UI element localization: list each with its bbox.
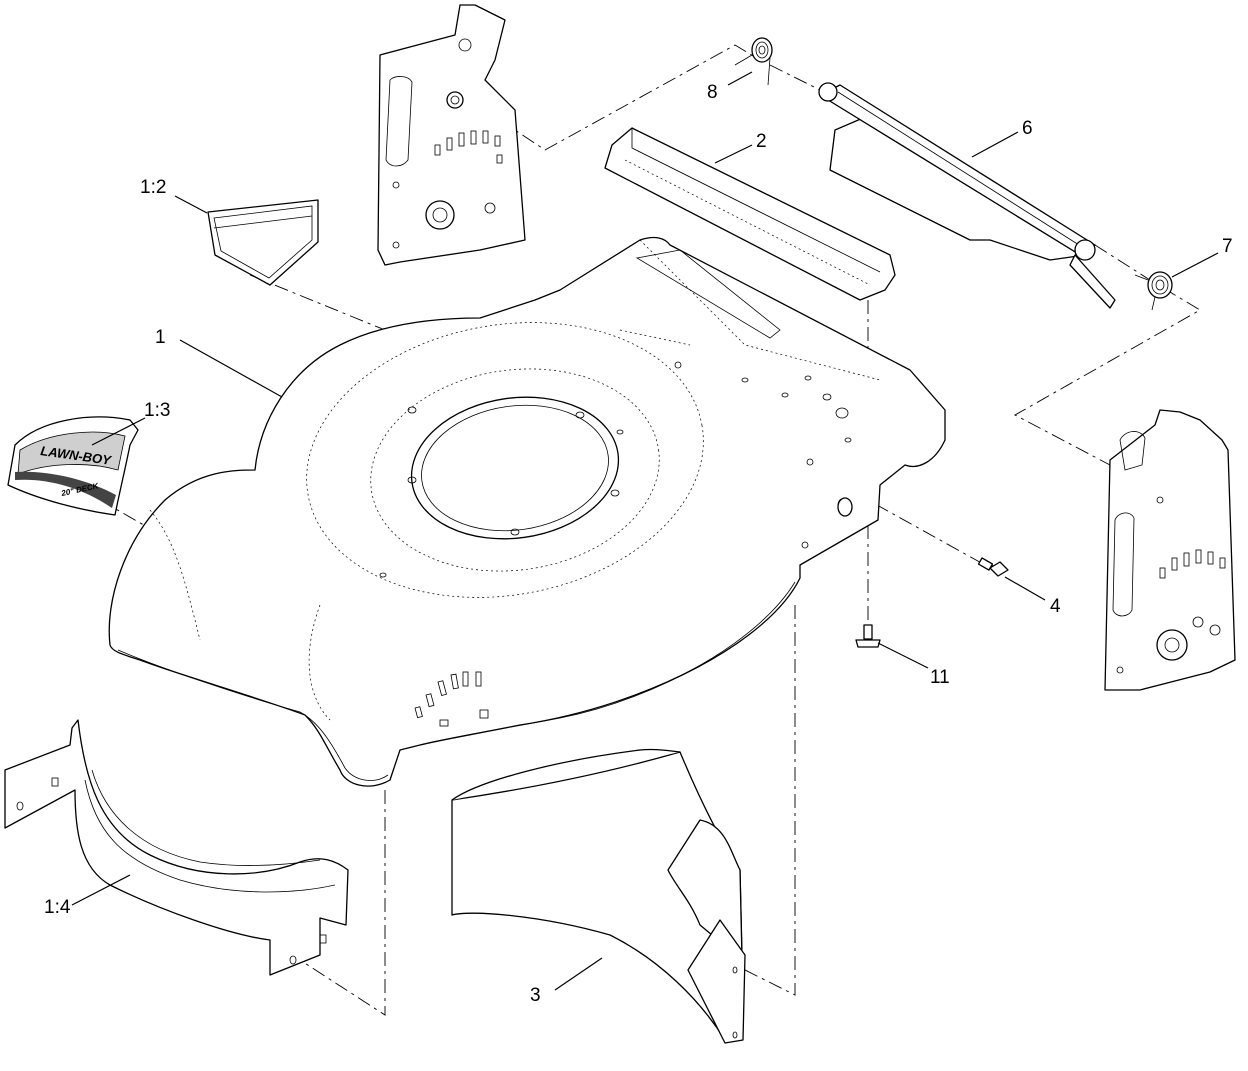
callout-2: 2 xyxy=(756,131,767,152)
rear-baffle xyxy=(604,127,896,301)
callout-8: 8 xyxy=(707,82,718,103)
bolt-head-deck xyxy=(837,497,853,517)
callout-7: 7 xyxy=(1222,236,1233,257)
height-adjuster-left xyxy=(377,4,526,266)
front-deflector xyxy=(4,719,349,976)
discharge-chute xyxy=(451,748,746,1044)
mower-deck xyxy=(108,236,946,787)
deck-holes xyxy=(379,361,852,578)
decal-1-2 xyxy=(207,199,319,286)
spring-8 xyxy=(734,37,773,86)
callout-6: 6 xyxy=(1022,118,1033,139)
callout-1-4: 1:4 xyxy=(44,897,71,918)
callout-1: 1 xyxy=(155,327,166,348)
callout-3: 3 xyxy=(530,985,541,1006)
spring-7 xyxy=(1134,271,1173,311)
rear-door xyxy=(818,82,1116,309)
callout-4: 4 xyxy=(1050,596,1061,617)
deck-vent-slots xyxy=(414,671,489,727)
callout-11: 11 xyxy=(930,667,950,688)
callout-1-3: 1:3 xyxy=(144,400,170,421)
bolt-4 xyxy=(977,557,1009,577)
decal-1-3-lawnboy: LAWN-BOY 20" DECK xyxy=(7,416,139,516)
leader-lines xyxy=(71,71,1219,991)
bolt-11 xyxy=(855,624,881,648)
height-adjuster-right xyxy=(1104,409,1236,691)
callout-1-2: 1:2 xyxy=(140,177,166,198)
callout-labels: 1 1:2 1:3 1:4 2 3 4 6 7 8 11 xyxy=(44,82,1233,1006)
